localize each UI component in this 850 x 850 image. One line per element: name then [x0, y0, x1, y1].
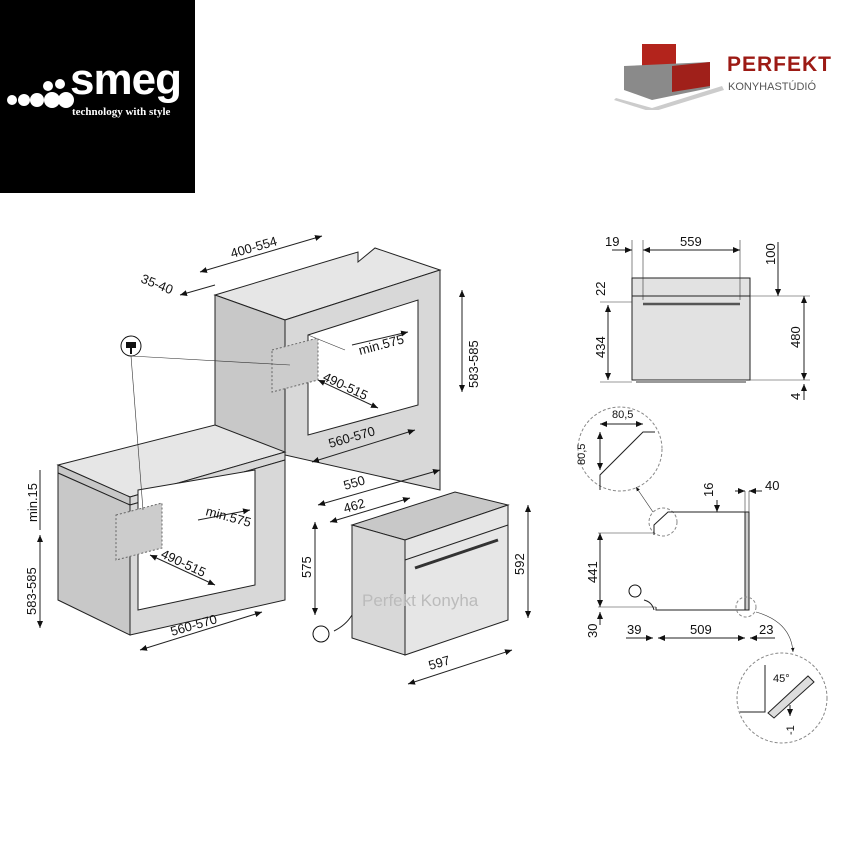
perfekt-logo: PERFEKT KONYHASTÚDIÓ	[612, 38, 832, 110]
dim-angle-45: 45°	[773, 673, 790, 685]
perfekt-building-icon	[614, 44, 724, 110]
side-plug-icon	[628, 584, 642, 598]
dim-side-39: 39	[627, 622, 641, 637]
watermark: Perfekt Konyha	[362, 591, 479, 610]
smeg-dots-icon	[7, 79, 74, 108]
socket-zone-base	[115, 502, 163, 561]
dim-side-23: 23	[759, 622, 773, 637]
dim-oven-height: 592	[512, 553, 527, 575]
dim-tall-depth: 400-554	[229, 233, 279, 261]
base-unit	[56, 424, 287, 636]
smeg-tagline: technology with style	[72, 106, 171, 118]
dim-oven-width: 597	[427, 652, 452, 672]
detail-circle-bottom	[736, 652, 828, 744]
dim-door-40: 40	[765, 478, 779, 493]
smeg-wordmark: smeg	[70, 55, 182, 104]
smeg-logo: smeg technology with style	[0, 0, 195, 193]
dim-front-480: 480	[788, 326, 803, 348]
dim-top-16: 16	[701, 483, 716, 497]
dim-front-4: 4	[788, 393, 803, 400]
dim-front-559: 559	[680, 234, 702, 249]
dim-oven-depth: 550	[342, 472, 367, 492]
power-plug-icon	[120, 335, 291, 511]
dim-side-30: 30	[585, 624, 600, 638]
dim-oven-body-height: 575	[299, 556, 314, 578]
dim-tall-opening-height: 583-585	[466, 340, 481, 388]
front-view: 19 559 100 480 4 22 434	[593, 234, 810, 400]
dim-front-434: 434	[593, 336, 608, 358]
dim-chamfer-h: 80,5	[576, 444, 588, 465]
dim-front-19: 19	[605, 234, 619, 249]
dim-gap-minus1: -1	[785, 725, 797, 735]
dim-min15: min.15	[25, 483, 40, 522]
oven-illustration: Perfekt Konyha	[312, 491, 510, 656]
dim-front-22: 22	[593, 282, 608, 296]
dim-base-opening-height: 583-585	[24, 567, 39, 615]
perfekt-name: PERFEKT	[727, 53, 833, 76]
dim-oven-body-depth: 462	[342, 495, 367, 515]
dim-chamfer-w: 80,5	[612, 409, 633, 421]
oven-plug-icon	[312, 625, 330, 643]
dim-rear-gap: 35-40	[139, 271, 175, 297]
dim-side-509: 509	[690, 622, 712, 637]
side-view: 80,5 80,5 40 16 441 30 39 509 23 45° -1	[576, 406, 828, 744]
perfekt-subtitle: KONYHASTÚDIÓ	[728, 81, 817, 93]
dim-front-100: 100	[763, 243, 778, 265]
detail-circle-top	[577, 406, 663, 492]
dim-side-441: 441	[585, 561, 600, 583]
